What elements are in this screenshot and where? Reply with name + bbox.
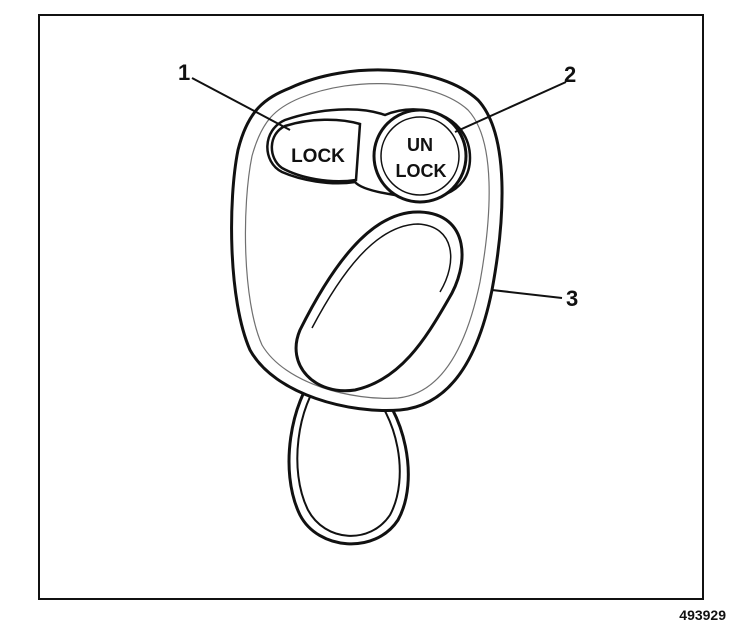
lock-button[interactable]: LOCK bbox=[270, 118, 362, 183]
key-ring-slot bbox=[294, 210, 464, 393]
figure-number: 493929 bbox=[679, 607, 726, 623]
callout-2: 2 bbox=[564, 62, 576, 87]
callout-1: 1 bbox=[178, 60, 190, 85]
callout-leaders bbox=[191, 77, 567, 299]
unlock-button-label-line2: LOCK bbox=[396, 161, 447, 181]
unlock-button[interactable]: UN LOCK bbox=[372, 108, 468, 204]
lock-button-label: LOCK bbox=[291, 146, 345, 167]
unlock-button-label-line1: UN bbox=[407, 135, 433, 155]
callout-3: 3 bbox=[566, 286, 578, 311]
